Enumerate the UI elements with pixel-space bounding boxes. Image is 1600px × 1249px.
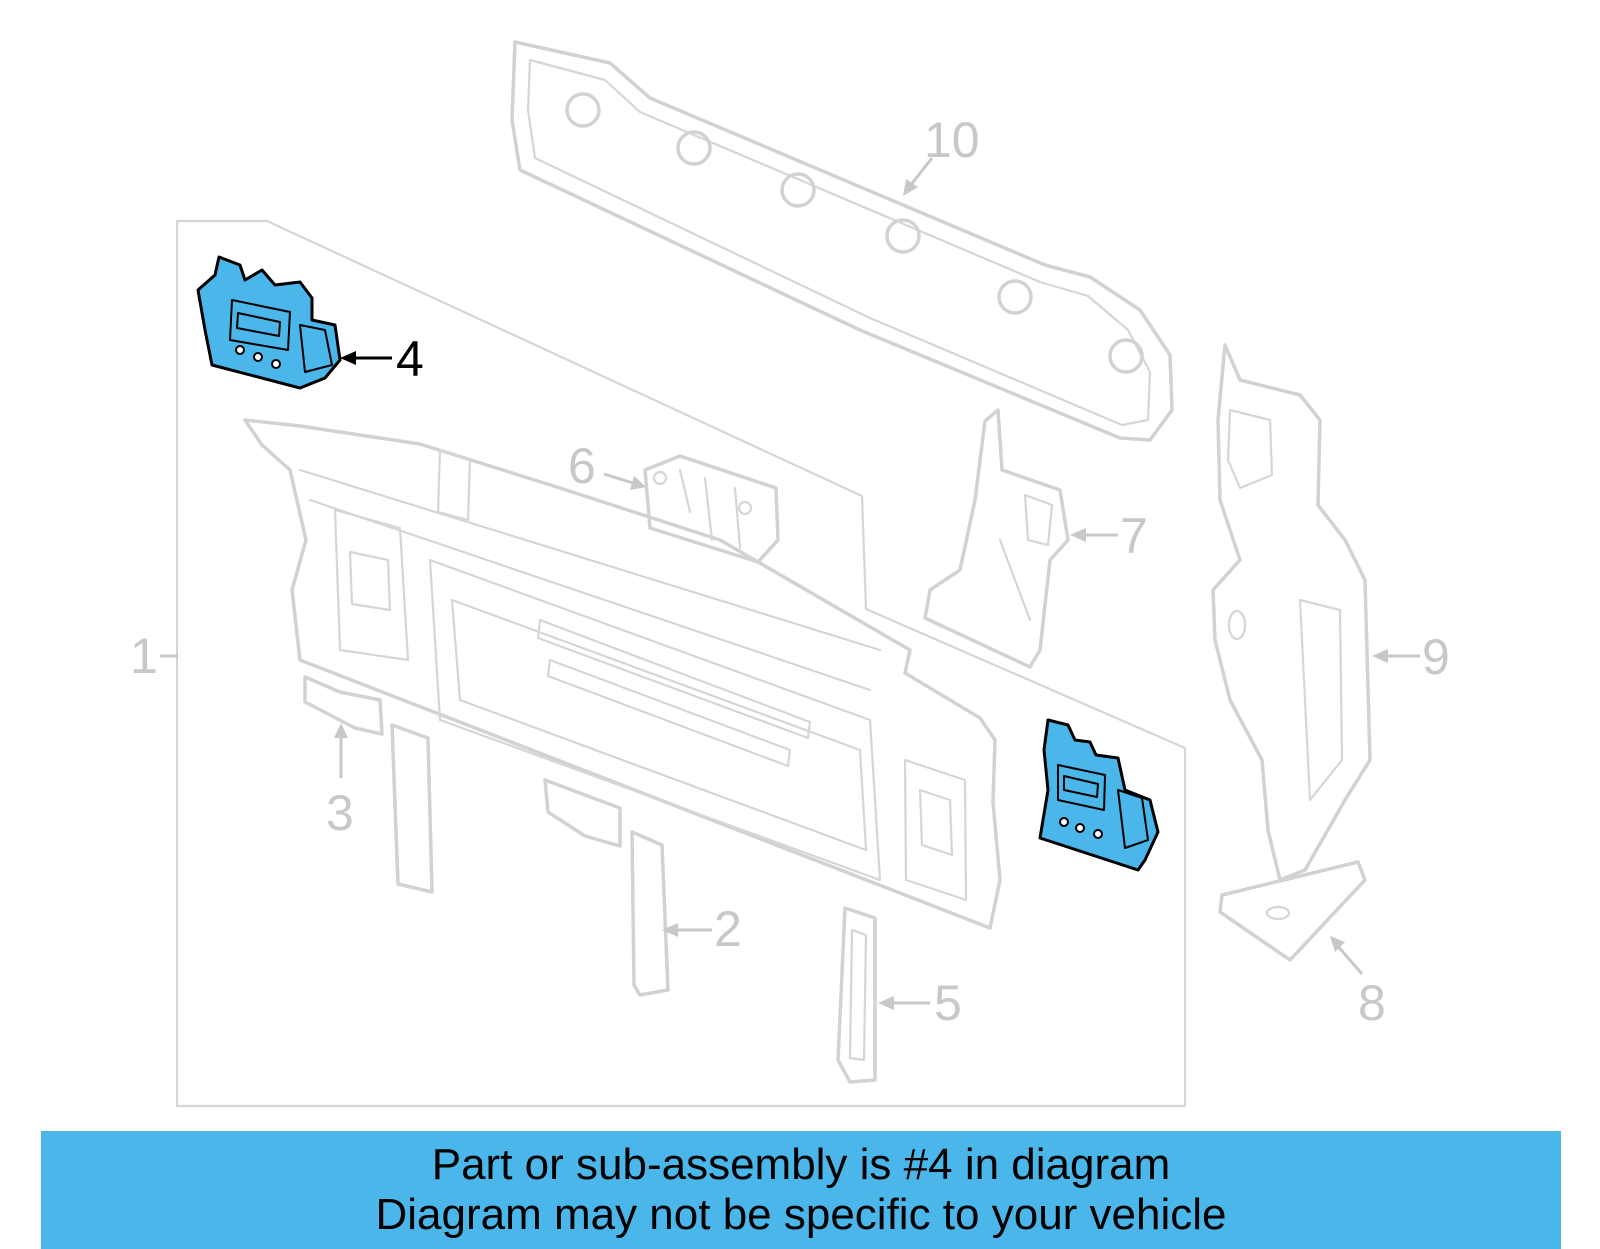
part-10-header-rail <box>510 40 1174 442</box>
callout-label-7: 7 <box>1120 508 1148 564</box>
callout-label-6: 6 <box>568 438 596 494</box>
callout-2: 2 <box>662 901 742 957</box>
banner-line-2: Diagram may not be specific to your vehi… <box>375 1190 1227 1239</box>
part-2-strip <box>630 830 670 997</box>
callout-8: 8 <box>1330 936 1386 1031</box>
part-9-pillar <box>1211 343 1372 882</box>
callout-1: 1 <box>130 628 178 684</box>
callout-9: 9 <box>1372 629 1450 685</box>
callout-5: 5 <box>878 975 962 1031</box>
callout-label-3: 3 <box>326 785 354 841</box>
callout-label-5: 5 <box>934 975 962 1031</box>
info-banner: Part or sub-assembly is #4 in diagram Di… <box>41 1131 1561 1249</box>
part-4-bracket-right <box>1038 718 1160 872</box>
banner-line-1: Part or sub-assembly is #4 in diagram <box>431 1140 1171 1189</box>
part-3-bracket <box>303 675 622 894</box>
part-6-block <box>643 454 780 564</box>
callout-6: 6 <box>568 438 646 494</box>
callout-label-1: 1 <box>130 628 158 684</box>
callout-label-8: 8 <box>1358 975 1386 1031</box>
part-5-strip <box>836 906 877 1084</box>
callout-7: 7 <box>1070 508 1148 564</box>
part-8-plate <box>1218 860 1367 962</box>
callout-3: 3 <box>326 723 354 841</box>
callout-10: 10 <box>903 112 980 196</box>
callout-4: 4 <box>340 331 424 387</box>
callout-label-4: 4 <box>396 331 424 387</box>
callout-label-9: 9 <box>1422 629 1450 685</box>
part-4-bracket-left <box>196 255 342 390</box>
assembly-outline <box>175 219 1187 1108</box>
callout-label-10: 10 <box>924 112 980 168</box>
callout-label-2: 2 <box>714 901 742 957</box>
part-1-back-panel <box>243 418 1002 930</box>
part-7-bracket <box>923 408 1070 669</box>
